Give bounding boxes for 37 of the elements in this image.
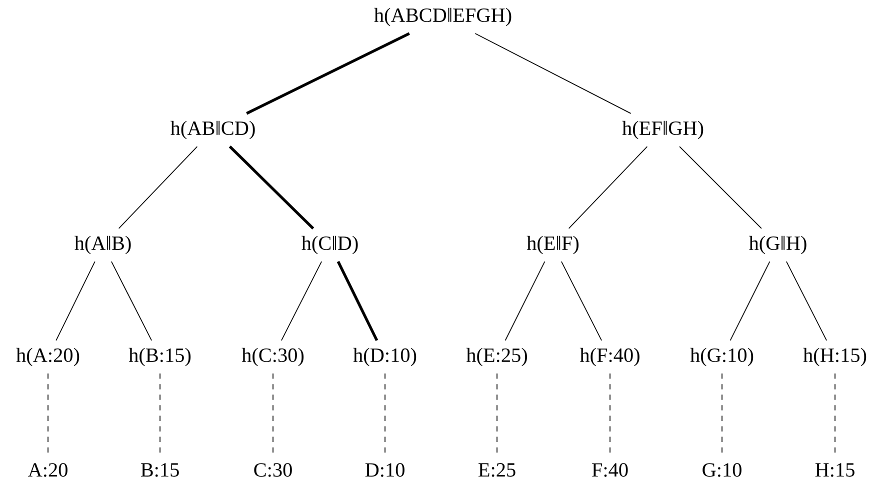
tree-edge xyxy=(228,146,314,230)
tree-edge xyxy=(246,32,410,115)
hash-label: h(A:20) xyxy=(16,348,80,366)
data-label: A:20 xyxy=(28,463,68,477)
hash-label: h(G‖H) xyxy=(748,236,806,254)
tree-edge xyxy=(281,261,322,341)
hash-label: h(D:10) xyxy=(353,348,416,366)
hash-label: h(AB‖CD) xyxy=(170,120,255,140)
tree-edge xyxy=(504,261,546,341)
data-label: B:15 xyxy=(140,463,179,477)
data-label: C:30 xyxy=(254,463,292,477)
hash-label: h(F:40) xyxy=(580,348,640,366)
hash-label: h(C:30) xyxy=(242,348,304,366)
tree-edge xyxy=(560,261,602,341)
tree-edge xyxy=(56,261,96,341)
tree-edge xyxy=(679,146,762,229)
tree-edge xyxy=(786,261,828,341)
hash-label: h(B:15) xyxy=(128,348,191,366)
tree-edge xyxy=(568,146,648,229)
tree-edge xyxy=(474,33,632,114)
data-label: H:15 xyxy=(815,463,854,477)
hash-label: h(E:25) xyxy=(466,348,527,366)
tree-edge xyxy=(336,260,378,342)
hash-label: h(ABCD‖EFGH) xyxy=(374,8,512,26)
hash-label: h(A‖B) xyxy=(74,236,131,254)
data-label: G:10 xyxy=(702,463,742,477)
data-label: D:10 xyxy=(365,463,404,477)
hash-label: h(H:15) xyxy=(803,348,866,366)
hash-label: h(G:10) xyxy=(690,348,754,366)
hash-label: h(E‖F) xyxy=(526,236,579,254)
data-label: E:25 xyxy=(478,463,516,477)
tree-edge xyxy=(730,261,770,341)
data-label: F:40 xyxy=(592,463,628,477)
hash-label: h(EF‖GH) xyxy=(622,120,704,140)
hash-label: h(C‖D) xyxy=(302,236,358,254)
tree-edge xyxy=(118,146,198,229)
tree-edge xyxy=(110,261,152,341)
